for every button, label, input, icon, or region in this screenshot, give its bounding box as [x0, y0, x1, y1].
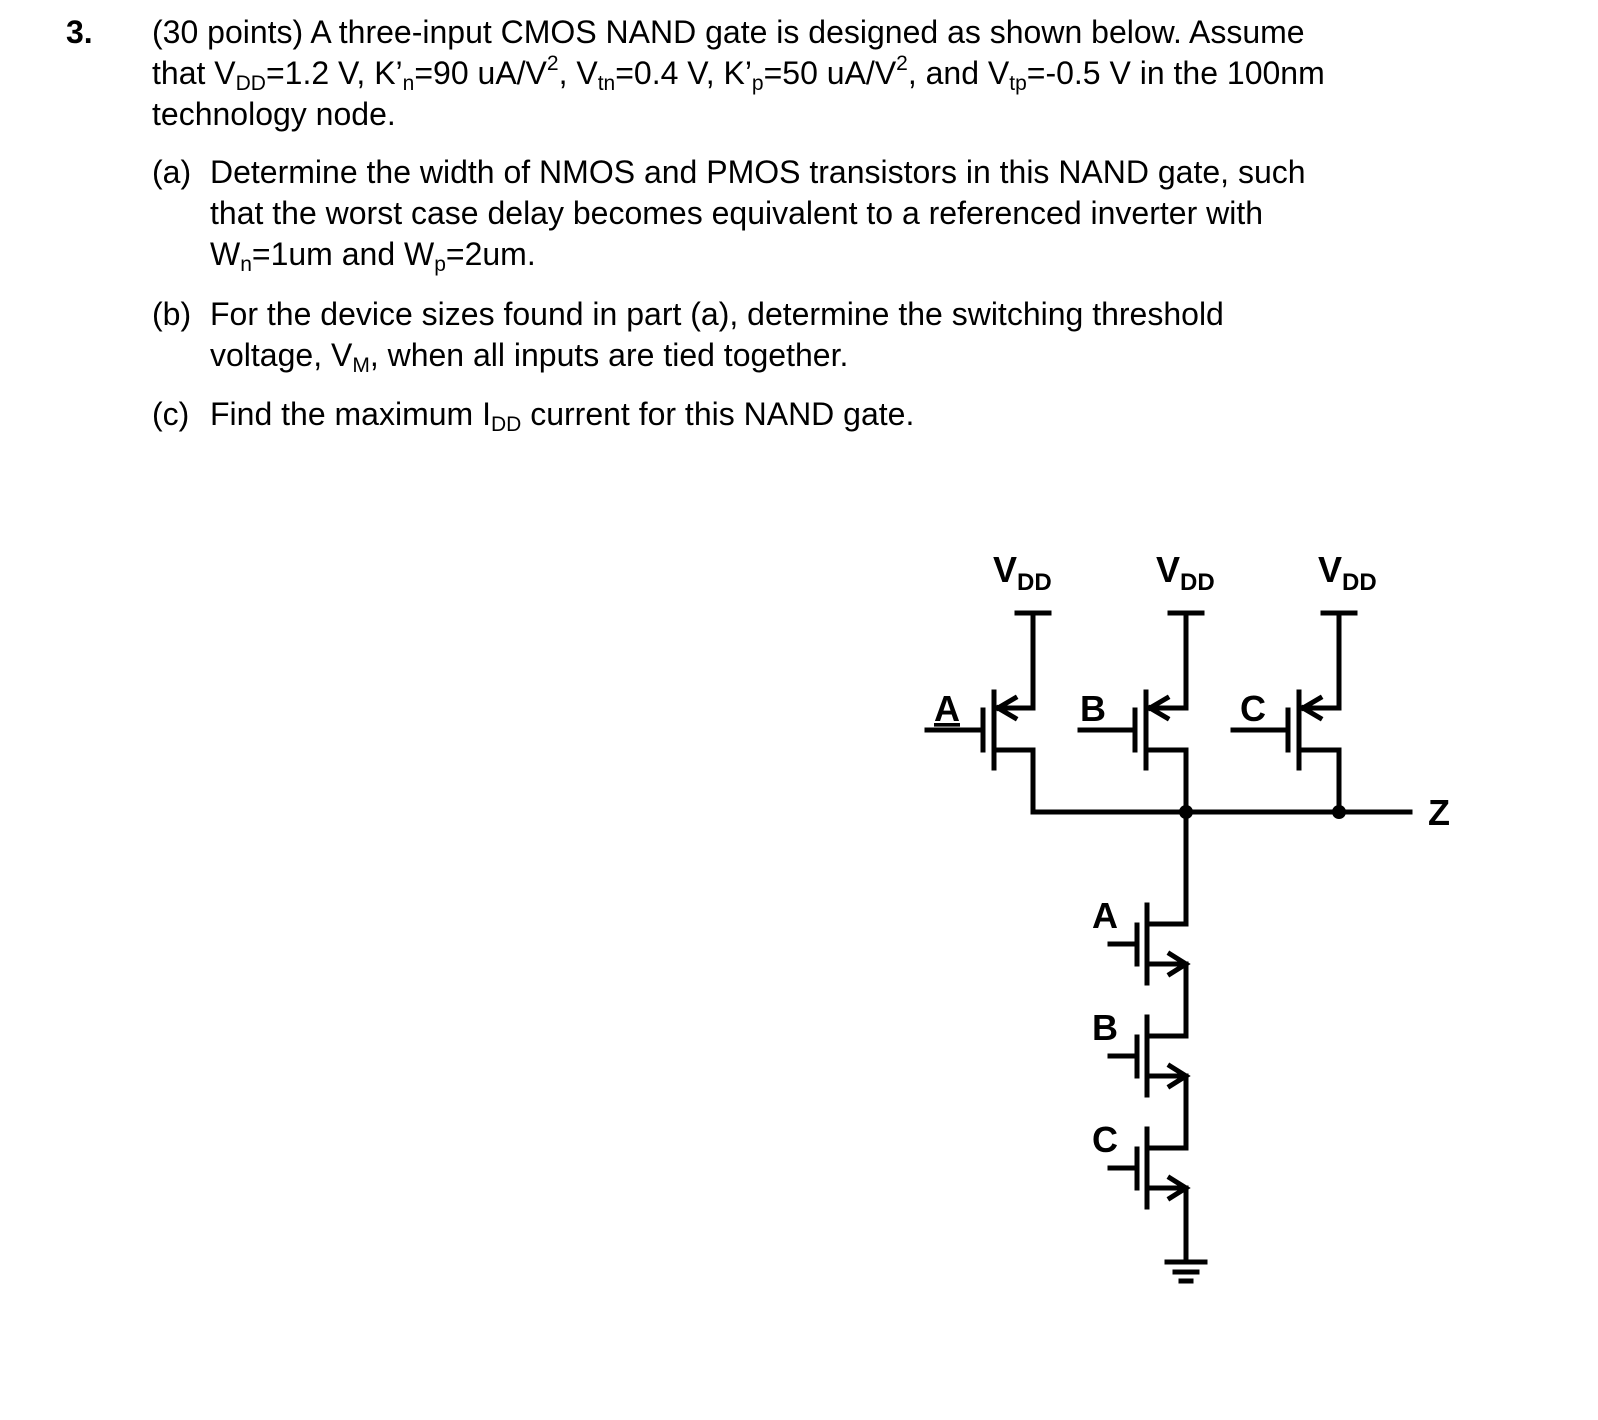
nmos-b: B — [1092, 1007, 1191, 1151]
text: voltage, V — [210, 337, 353, 373]
subscript: n — [240, 253, 252, 276]
junction-dot — [1332, 805, 1346, 819]
subscript: DD — [235, 72, 266, 95]
source-arrow-c — [1299, 694, 1324, 722]
part-a-line-2: that the worst case delay becomes equiva… — [210, 195, 1264, 231]
text: Find the maximum I — [210, 396, 491, 432]
subscript: n — [402, 72, 415, 95]
source-arrow-a — [994, 694, 1019, 722]
nmos-a: A — [1092, 895, 1191, 1039]
drain-b — [1143, 747, 1189, 815]
nmos-a-body — [1107, 902, 1189, 986]
text: that V — [152, 55, 236, 91]
vdd-rail-a — [995, 610, 1052, 711]
superscript: 2 — [896, 52, 908, 75]
text: , V — [558, 55, 598, 91]
part-c-text: Find the maximum IDD current for this NA… — [210, 394, 1510, 435]
points-label: (30 points) — [152, 14, 304, 50]
input-label-pmos-b: B — [1080, 688, 1106, 729]
part-a-label: (a) — [152, 154, 192, 190]
subscript: p — [434, 253, 446, 276]
gate-c — [1230, 689, 1302, 771]
vdd-rail-b — [1147, 610, 1205, 711]
input-label-pmos-c: C — [1240, 688, 1266, 729]
pmos-b: VDD B — [1077, 549, 1215, 815]
text: =2um. — [445, 236, 536, 272]
text: W — [210, 236, 241, 272]
vdd-rail-c — [1300, 610, 1358, 711]
input-label-pmos-a: A — [934, 688, 960, 729]
text: =1um and W — [251, 236, 435, 272]
intro-line-2: that VDD=1.2 V, K’n=90 uA/V2, Vtn=0.4 V,… — [152, 52, 1325, 94]
nmos-b-source-arrow — [1144, 1062, 1191, 1090]
nmos-c-body — [1107, 1126, 1189, 1210]
drain-a — [991, 747, 1036, 815]
ground-icon — [1164, 1259, 1208, 1284]
part-b-label: (b) — [152, 296, 192, 332]
text: current for this NAND gate. — [521, 396, 915, 432]
intro-line-3: technology node. — [152, 96, 396, 132]
part-a-text: Determine the width of NMOS and PMOS tra… — [210, 152, 1510, 275]
part-a-line-1: Determine the width of NMOS and PMOS tra… — [210, 154, 1306, 190]
text: =50 uA/V — [763, 55, 897, 91]
pmos-c: VDD C — [1230, 549, 1377, 815]
nmos-a-source-arrow — [1144, 950, 1191, 978]
part-c-label: (c) — [152, 396, 190, 432]
superscript: 2 — [546, 52, 559, 75]
problem-intro: (30 points) A three-input CMOS NAND gate… — [152, 12, 1572, 135]
part-a-line-3: Wn=1um and Wp=2um. — [210, 236, 536, 275]
source-arrow-b — [1146, 694, 1171, 722]
subscript: p — [751, 72, 764, 95]
gate-b — [1077, 689, 1149, 771]
vdd-label-a: VDD — [993, 549, 1052, 596]
part-b-text: For the device sizes found in part (a), … — [210, 294, 1510, 376]
subscript: tp — [1009, 72, 1027, 95]
text: , when all inputs are tied together. — [369, 337, 849, 373]
question-number: 3. — [66, 14, 93, 50]
nmos-c: C — [1092, 1119, 1191, 1263]
text: =90 uA/V — [414, 55, 547, 91]
text: =1.2 V, K’ — [265, 55, 403, 91]
subscript: DD — [490, 413, 522, 436]
input-label-nmos-c: C — [1092, 1119, 1118, 1160]
nmos-b-body — [1107, 1014, 1189, 1098]
text: =-0.5 V in the 100nm — [1026, 55, 1325, 91]
vdd-label-b: VDD — [1156, 549, 1215, 596]
input-label-nmos-a: A — [1092, 895, 1118, 936]
part-b-line-2: voltage, VM, when all inputs are tied to… — [210, 337, 849, 376]
intro-line-1: A three-input CMOS NAND gate is designed… — [303, 14, 1305, 50]
gate-a — [924, 689, 997, 771]
input-label-nmos-b: B — [1092, 1007, 1118, 1048]
nmos-c-source-arrow — [1144, 1174, 1191, 1202]
text: , and V — [907, 55, 1010, 91]
subscript: tn — [597, 72, 616, 95]
output-label-z: Z — [1428, 792, 1450, 833]
pmos-a: VDD A — [924, 549, 1052, 815]
vdd-label-c: VDD — [1318, 549, 1377, 596]
drain-c — [1296, 747, 1342, 815]
subscript: M — [352, 354, 370, 377]
text: =0.4 V, K’ — [615, 55, 752, 91]
part-b-line-1: For the device sizes found in part (a), … — [210, 296, 1224, 332]
